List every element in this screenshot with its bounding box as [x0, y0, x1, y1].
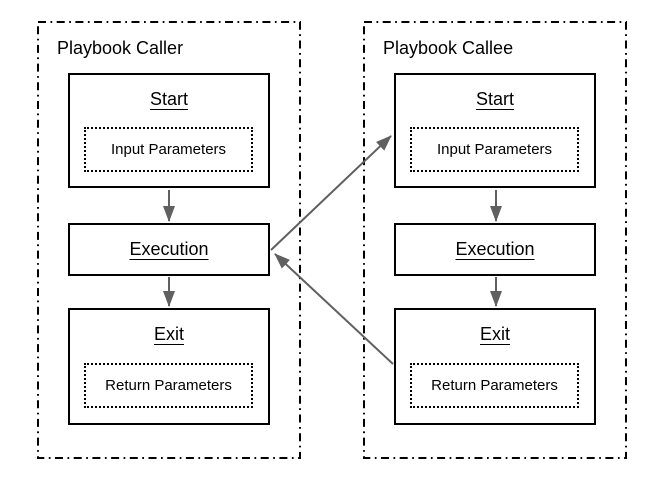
- caller-exit-node: Exit Return Parameters: [68, 308, 270, 425]
- callee-execution-label: Execution: [455, 239, 535, 259]
- callee-input-parameters-box: Input Parameters: [410, 127, 579, 172]
- caller-start-node: Start Input Parameters: [68, 73, 270, 188]
- playbook-callee-group: Playbook Callee Start Input Parameters E…: [364, 22, 626, 458]
- caller-return-parameters-label: Return Parameters: [105, 377, 232, 394]
- caller-execution-node: Execution: [68, 223, 270, 276]
- caller-exit-label: Exit: [153, 324, 184, 344]
- callee-exit-node: Exit Return Parameters: [394, 308, 596, 425]
- callee-start-node: Start Input Parameters: [394, 73, 596, 188]
- callee-input-parameters-label: Input Parameters: [436, 141, 553, 158]
- playbook-caller-group: Playbook Caller Start Input Parameters E…: [38, 22, 300, 458]
- callee-return-parameters-label: Return Parameters: [431, 377, 558, 394]
- callee-execution-node: Execution: [394, 223, 596, 276]
- caller-start-label: Start: [149, 89, 188, 109]
- callee-exit-label: Exit: [479, 324, 510, 344]
- caller-input-parameters-box: Input Parameters: [84, 127, 253, 172]
- playbook-callee-title: Playbook Callee: [383, 38, 514, 58]
- caller-execution-label: Execution: [129, 239, 209, 259]
- playbook-caller-title: Playbook Caller: [57, 38, 184, 58]
- callee-return-parameters-box: Return Parameters: [410, 363, 579, 408]
- caller-input-parameters-label: Input Parameters: [110, 141, 227, 158]
- caller-return-parameters-box: Return Parameters: [84, 363, 253, 408]
- callee-start-label: Start: [475, 89, 514, 109]
